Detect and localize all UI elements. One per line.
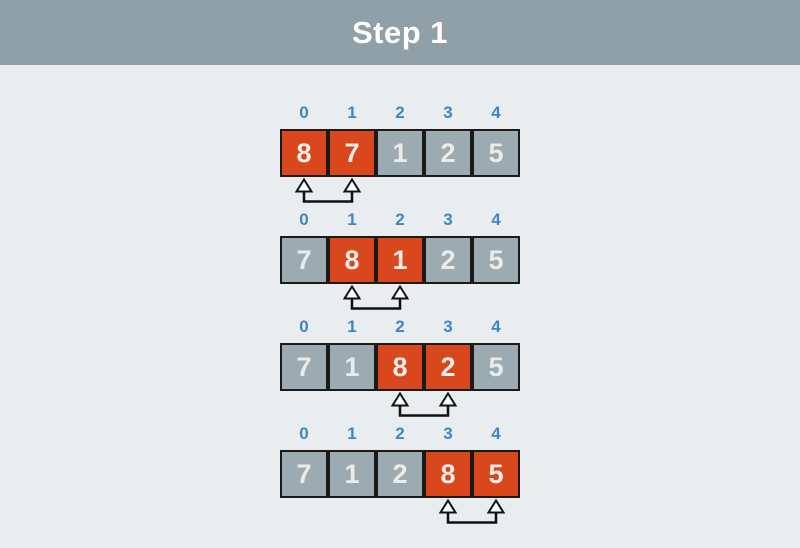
array-cell: 2 (376, 450, 424, 498)
swap-bracket-up-arrows-icon (294, 178, 362, 203)
index-label: 1 (347, 210, 357, 229)
index-label: 0 (299, 317, 309, 336)
swap-bracket-up-arrows-icon (342, 285, 410, 310)
array-cell: 5 (472, 129, 520, 177)
index-label: 0 (299, 210, 309, 229)
array-cell-highlighted: 2 (424, 343, 472, 391)
array-cell: 5 (472, 343, 520, 391)
array-cell-highlighted: 8 (424, 450, 472, 498)
index-label: 4 (491, 103, 501, 122)
array-cell: 5 (472, 236, 520, 284)
array-cell-highlighted: 8 (328, 236, 376, 284)
index-label: 2 (395, 103, 405, 122)
array-cell: 7 (280, 236, 328, 284)
arrow-row (280, 284, 520, 310)
index-row: 0 1 2 3 4 (280, 423, 520, 445)
array-cell-highlighted: 7 (328, 129, 376, 177)
index-label: 0 (299, 424, 309, 443)
index-label: 1 (347, 103, 357, 122)
index-label: 2 (395, 317, 405, 336)
array-cell-highlighted: 8 (280, 129, 328, 177)
index-label: 3 (443, 317, 453, 336)
index-label: 4 (491, 424, 501, 443)
index-row: 0 1 2 3 4 (280, 316, 520, 338)
index-label: 3 (443, 210, 453, 229)
array-cell: 1 (328, 450, 376, 498)
index-label: 1 (347, 424, 357, 443)
index-label: 4 (491, 317, 501, 336)
array-cell-highlighted: 8 (376, 343, 424, 391)
index-label: 1 (347, 317, 357, 336)
swap-bracket-up-arrows-icon (438, 499, 506, 524)
index-row: 0 1 2 3 4 (280, 102, 520, 124)
index-label: 2 (395, 424, 405, 443)
array-cell: 2 (424, 236, 472, 284)
array-cell: 1 (376, 129, 424, 177)
arrow-row (280, 177, 520, 203)
array-cell-highlighted: 1 (376, 236, 424, 284)
array-cell: 7 (280, 450, 328, 498)
array-cell: 7 (280, 343, 328, 391)
arrow-row (280, 498, 520, 524)
array-cell: 1 (328, 343, 376, 391)
step-header-banner: Step 1 (0, 0, 800, 65)
index-label: 0 (299, 103, 309, 122)
index-label: 4 (491, 210, 501, 229)
swap-bracket-up-arrows-icon (390, 392, 458, 417)
index-row: 0 1 2 3 4 (280, 209, 520, 231)
index-label: 3 (443, 103, 453, 122)
array-cell-highlighted: 5 (472, 450, 520, 498)
arrow-row (280, 391, 520, 417)
array-cell: 2 (424, 129, 472, 177)
step-title: Step 1 (351, 14, 449, 50)
index-label: 3 (443, 424, 453, 443)
index-label: 2 (395, 210, 405, 229)
